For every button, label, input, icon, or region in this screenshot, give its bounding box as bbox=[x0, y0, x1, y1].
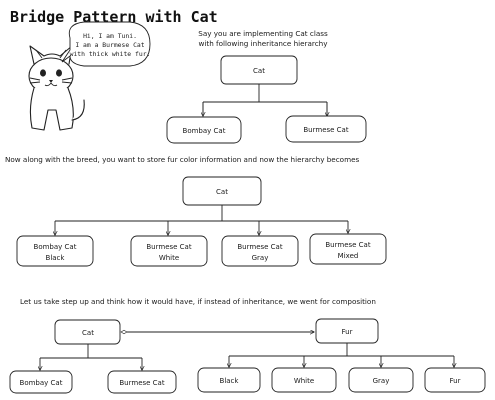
section-3: Let us take step up and think how it wou… bbox=[9, 297, 486, 394]
s1-burmese-label: Burmese Cat bbox=[303, 126, 348, 134]
s2-child-3-line-2: Gray bbox=[252, 254, 269, 262]
s3-bombay-label: Bombay Cat bbox=[20, 379, 63, 387]
s2-child-box-1 bbox=[16, 235, 94, 267]
s2-child-1-line-1: Bombay Cat bbox=[34, 243, 77, 251]
s2-child-4-line-1: Burmese Cat bbox=[325, 241, 370, 249]
s2-cat-label: Cat bbox=[216, 188, 228, 196]
s2-child-2-line-2: White bbox=[159, 254, 179, 262]
s3-fur-child-label: Fur bbox=[450, 377, 461, 385]
s3-cat-box bbox=[54, 319, 121, 345]
s2-child-3-line-1: Burmese Cat bbox=[237, 243, 282, 251]
speech-bubble: Hi, I am Tuni. I am a Burmese Cat with t… bbox=[61, 21, 151, 67]
s2-child-box-4 bbox=[309, 233, 387, 265]
s3-black-box bbox=[197, 367, 261, 393]
section1-caption-line-1: Say you are implementing Cat class bbox=[198, 29, 328, 38]
s3-gray-label: Gray bbox=[373, 377, 390, 385]
cat-illustration bbox=[28, 45, 85, 131]
section-1: Say you are implementing Cat class with … bbox=[166, 29, 367, 144]
s2-child-1-line-2: Black bbox=[46, 254, 66, 262]
s3-fur-label: Fur bbox=[342, 328, 353, 336]
s3-fur-connector bbox=[229, 343, 454, 357]
s3-bombay-box bbox=[9, 370, 73, 394]
section2-caption: Now along with the breed, you want to st… bbox=[5, 155, 359, 164]
s1-bombay-label: Bombay Cat bbox=[183, 127, 226, 135]
s1-connector bbox=[202, 84, 328, 114]
section-2: Now along with the breed, you want to st… bbox=[5, 155, 387, 267]
speech-line-3: with thick white fur. bbox=[70, 50, 151, 58]
s2-child-2-line-1: Burmese Cat bbox=[146, 243, 191, 251]
s3-cat-label: Cat bbox=[82, 329, 94, 337]
page-title: Bridge Pattern with Cat bbox=[10, 8, 218, 26]
s3-burmese-box bbox=[107, 370, 177, 394]
s2-child-box-2 bbox=[130, 235, 208, 267]
s3-gray-box bbox=[348, 367, 414, 393]
s3-white-label: White bbox=[294, 377, 314, 385]
speech-line-1: Hi, I am Tuni. bbox=[83, 32, 137, 40]
s1-cat-label: Cat bbox=[253, 67, 265, 75]
s1-burmese-box bbox=[285, 115, 367, 143]
s2-child-box-3 bbox=[221, 235, 299, 267]
speech-line-2: I am a Burmese Cat bbox=[75, 41, 144, 49]
s3-white-box bbox=[271, 367, 337, 393]
s3-cat-connector bbox=[40, 344, 142, 359]
s1-bombay-box bbox=[166, 116, 242, 144]
s3-black-label: Black bbox=[220, 377, 240, 385]
s2-child-4-line-2: Mixed bbox=[338, 252, 359, 260]
section3-caption: Let us take step up and think how it wou… bbox=[20, 297, 376, 306]
s3-burmese-label: Burmese Cat bbox=[119, 379, 164, 387]
section1-caption-line-2: with following inheritance hierarchy bbox=[199, 39, 329, 48]
s2-connector bbox=[55, 205, 348, 222]
s3-fur-child-box bbox=[424, 367, 486, 393]
